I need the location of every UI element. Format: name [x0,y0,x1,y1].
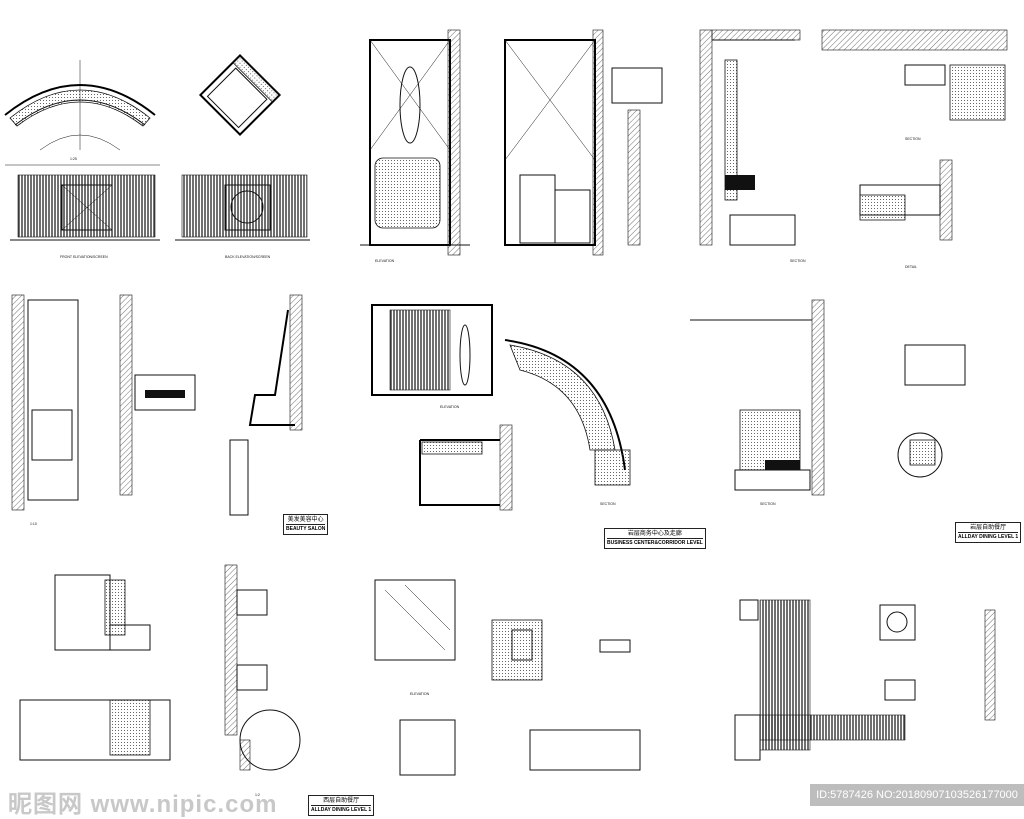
panel-bottom-row: 1:2 ELEVATION [19,564,996,797]
svg-text:1:2: 1:2 [255,793,260,797]
sheet-title-allday-dining-bottom: 西层自助餐厅 ALLDAY DINING LEVEL 1 [308,795,375,816]
svg-text:ELEVATION: ELEVATION [410,692,430,696]
svg-text:SECTION: SECTION [790,259,806,263]
sheet-title-business-center: 岩层商务中心及走廊 BUSINESS CENTER&CORRIDOR LEVEL [604,528,706,549]
title-en: BUSINESS CENTER&CORRIDOR LEVEL [607,540,703,546]
svg-text:SECTION: SECTION [760,502,776,506]
svg-text:1:10: 1:10 [30,522,37,526]
panel-arc-booth: 1:25 FRONT ELEVATION/SCREEN BACK ELEVATI… [4,53,310,259]
svg-text:FRONT ELEVATION/SCREEN: FRONT ELEVATION/SCREEN [60,255,108,259]
title-cn: 岩层自助餐厅 [958,523,1019,533]
watermark-id: ID:5787426 NO:20180907103526177000 [810,784,1024,806]
watermark-logo: 昵图网 www.nipic.com [8,791,278,818]
title-cn: 西层自助餐厅 [311,796,372,806]
svg-text:SECTION: SECTION [905,137,921,141]
svg-text:ELEVATION: ELEVATION [375,259,395,263]
panel-beauty-salon: 1:10 [11,294,303,526]
title-en: ALLDAY DINING LEVEL 1 [311,807,372,813]
title-en: BEAUTY SALON [286,526,326,532]
svg-text:1:25: 1:25 [70,157,77,161]
sheet-title-beauty-salon: 美发美容中心 BEAUTY SALON [283,514,329,535]
svg-text:BACK ELEVATION/SCREEN: BACK ELEVATION/SCREEN [225,255,271,259]
svg-text:SECTION: SECTION [600,502,616,506]
svg-text:ELEVATION: ELEVATION [440,405,460,409]
title-cn: 美发美容中心 [286,516,326,525]
sheet-title-allday-dining: 岩层自助餐厅 ALLDAY DINING LEVEL 1 [955,522,1022,543]
panel-business-center: ELEVATION SECTION [371,304,631,511]
panel-elevations-top: ELEVATION [360,29,604,263]
panel-details-top-right: SECTION DETAIL [821,29,1008,269]
svg-text:DETAIL: DETAIL [905,265,917,269]
panel-allday-dining: SECTION [690,299,966,506]
panel-sections-top: SECTION [611,29,806,263]
title-en: ALLDAY DINING LEVEL 1 [958,534,1019,540]
title-cn: 岩层商务中心及走廊 [607,529,703,539]
